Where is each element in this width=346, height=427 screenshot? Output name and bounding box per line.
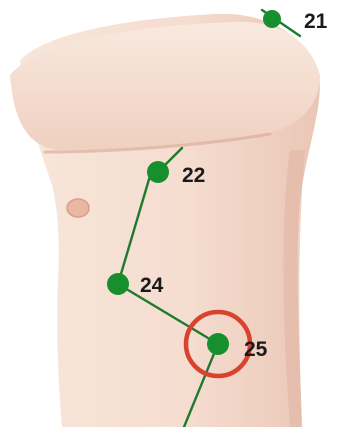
acupoint-22 bbox=[147, 161, 169, 183]
nipple bbox=[67, 199, 89, 217]
acupoint-25 bbox=[207, 333, 229, 355]
acupoint-label-22: 22 bbox=[182, 164, 205, 187]
acupoint-label-24: 24 bbox=[140, 274, 164, 297]
acupoint-label-21: 21 bbox=[304, 10, 328, 33]
acupoint-label-25: 25 bbox=[244, 338, 268, 361]
acupoint-21 bbox=[263, 10, 281, 28]
acupoint-24 bbox=[107, 273, 129, 295]
